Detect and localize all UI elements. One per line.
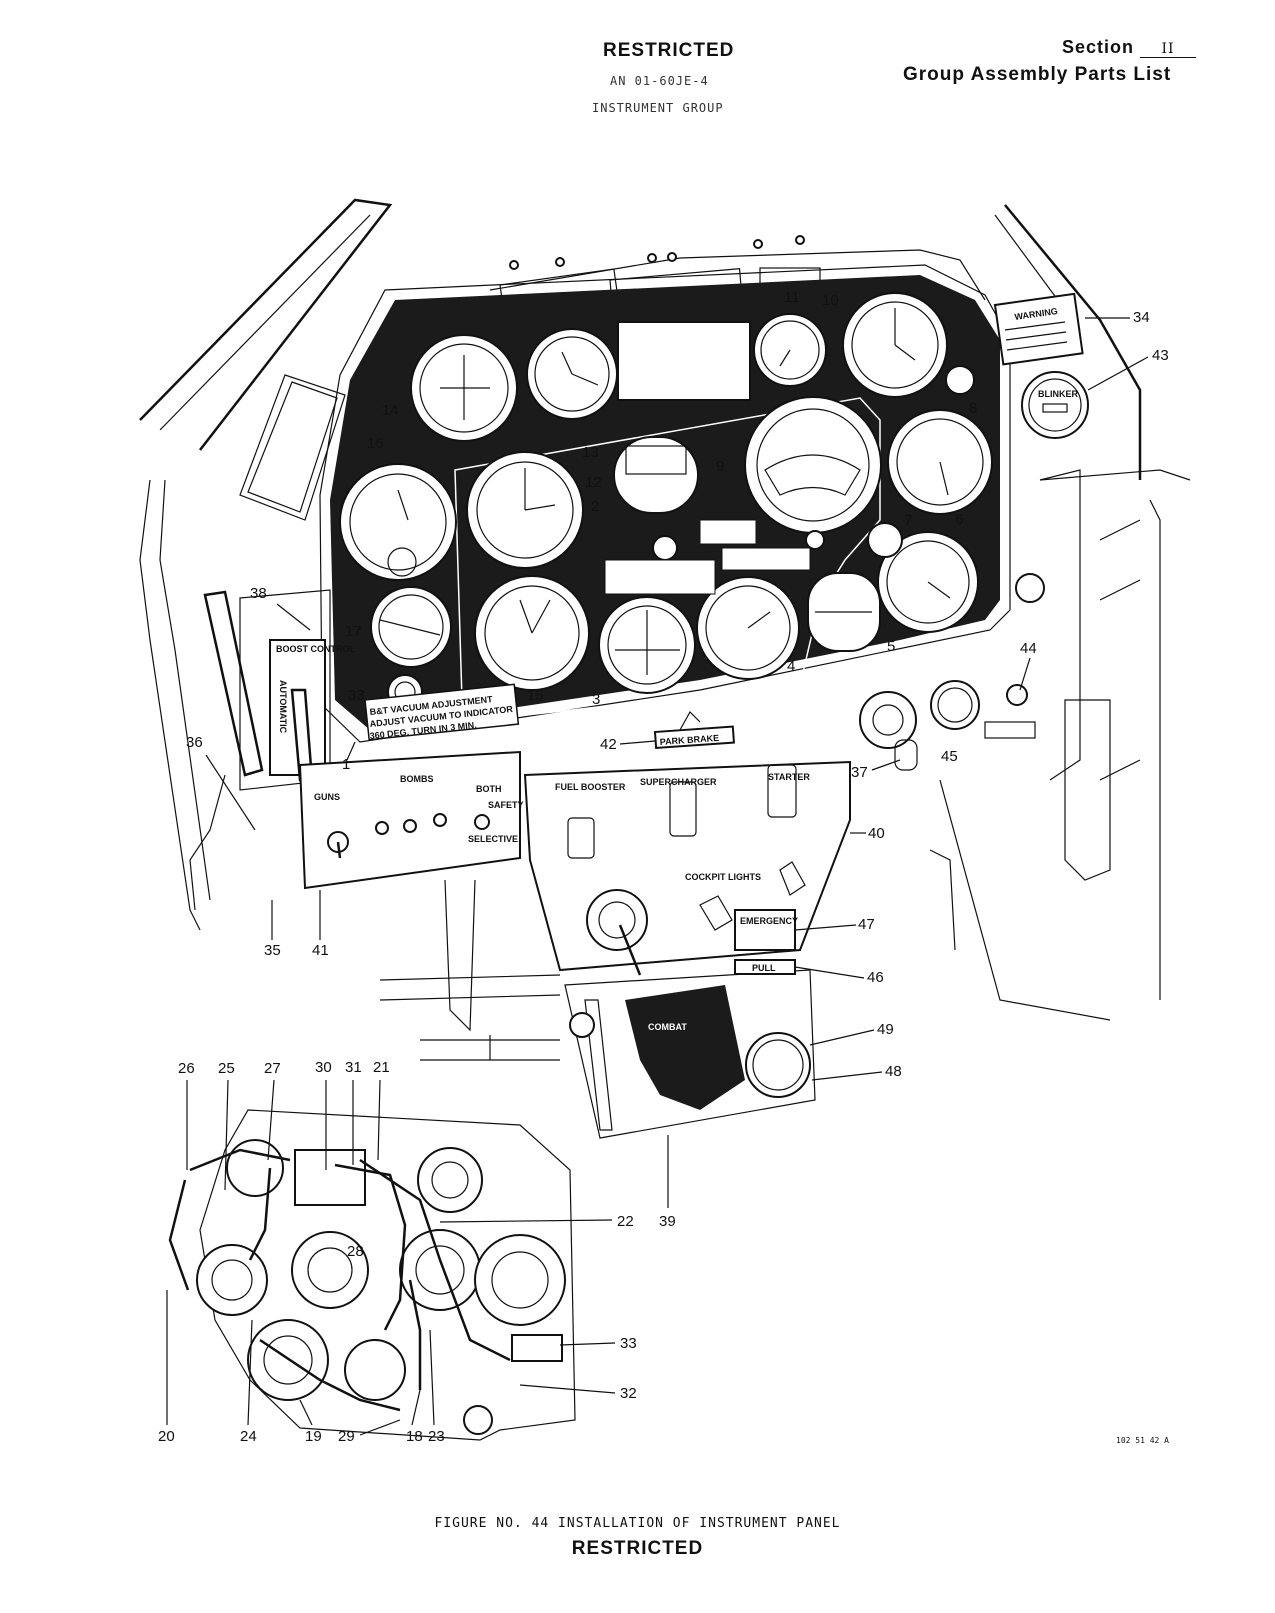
- callout-14: 14: [382, 402, 399, 419]
- fuel-booster-label: FUEL BOOSTER: [555, 782, 626, 792]
- callout-47: 47: [858, 916, 875, 933]
- callout-10: 10: [822, 292, 839, 309]
- callout-18: 18: [406, 1428, 423, 1445]
- callout-44: 44: [1020, 640, 1037, 657]
- section-label: Section: [1062, 37, 1135, 57]
- callout-36: 36: [186, 734, 203, 751]
- callout-numbers: 1 2 3 4 5 6 7 8 9 10 11 12 13 14 15 16 1…: [158, 289, 1169, 1445]
- bombs-label: BOMBS: [400, 774, 434, 784]
- callout-39: 39: [659, 1213, 676, 1230]
- section-heading: Section II: [1062, 37, 1197, 58]
- guns-label: GUNS: [314, 792, 340, 802]
- callout-43: 43: [1152, 347, 1169, 364]
- pull-label: PULL: [752, 963, 776, 973]
- callout-9: 9: [716, 458, 724, 475]
- callout-8: 8: [969, 400, 977, 417]
- callout-11: 11: [784, 289, 800, 306]
- callout-29: 29: [338, 1428, 355, 1445]
- callout-30: 30: [315, 1059, 332, 1076]
- callout-34: 34: [1133, 309, 1150, 326]
- automatic-label: AUTOMATIC: [278, 680, 288, 734]
- combat-label: COMBAT: [648, 1022, 687, 1032]
- figure-caption: FIGURE NO. 44 INSTALLATION OF INSTRUMENT…: [434, 1516, 841, 1531]
- callout-1: 1: [342, 756, 350, 773]
- document-number: AN 01-60JE-4: [610, 74, 709, 88]
- cockpit-lights-label: COCKPIT LIGHTS: [685, 872, 761, 882]
- callout-15: 15: [527, 687, 544, 704]
- control-pedestal: FUEL BOOSTER SUPERCHARGER STARTER COCKPI…: [523, 760, 851, 976]
- callout-41: 41: [312, 942, 329, 959]
- park-brake-handle: PARK BRAKE: [653, 711, 735, 750]
- callout-3: 3: [592, 691, 600, 708]
- selective-label: SELECTIVE: [468, 834, 518, 844]
- blinker-label: BLINKER: [1038, 389, 1078, 399]
- callout-12: 12: [585, 474, 602, 491]
- side-window: [239, 374, 346, 521]
- callout-31: 31: [345, 1059, 362, 1076]
- callout-6: 6: [955, 511, 963, 528]
- callout-37: 37: [851, 764, 868, 781]
- callout-2: 2: [591, 498, 599, 515]
- drawing-number: 102 51 42 A: [1116, 1436, 1169, 1445]
- callout-19: 19: [305, 1428, 322, 1445]
- callout-48: 48: [885, 1063, 902, 1080]
- group-name: INSTRUMENT GROUP: [592, 101, 724, 115]
- restricted-footer: RESTRICTED: [571, 1538, 704, 1559]
- callout-25: 25: [218, 1060, 235, 1077]
- callout-28: 28: [347, 1243, 364, 1260]
- panel-rear-view: [168, 1109, 576, 1441]
- callout-17: 17: [345, 623, 362, 640]
- bomb-gun-switch-box: BOMBS GUNS BOTH SAFETY SELECTIVE: [298, 750, 524, 890]
- section-number: II: [1140, 41, 1197, 58]
- both-label: BOTH: [476, 784, 502, 794]
- gauges: [339, 292, 993, 710]
- callout-13: 13: [582, 444, 599, 461]
- callout-40: 40: [868, 825, 885, 842]
- callout-5: 5: [887, 638, 895, 655]
- callout-24: 24: [240, 1428, 257, 1445]
- warning-placard: WARNING: [993, 292, 1084, 366]
- callout-20: 20: [158, 1428, 175, 1445]
- emergency-label: EMERGENCY: [740, 916, 798, 926]
- leader-lines: [166, 317, 1149, 1436]
- callout-23: 23: [428, 1428, 445, 1445]
- safety-label: SAFETY: [488, 800, 524, 810]
- restricted-header: RESTRICTED: [603, 40, 735, 61]
- park-brake-label: PARK BRAKE: [659, 733, 719, 747]
- callout-22: 22: [617, 1213, 634, 1230]
- callout-26: 26: [178, 1060, 195, 1077]
- blinker-indicator: BLINKER: [1021, 371, 1089, 439]
- right-console: [859, 469, 1161, 1021]
- callout-16: 16: [367, 435, 384, 452]
- callout-35: 35: [264, 942, 281, 959]
- boost-control-label: BOOST CONTROL: [276, 644, 355, 654]
- callout-7: 7: [904, 512, 912, 529]
- mount-screws: [509, 235, 805, 270]
- callout-33: 33: [620, 1335, 637, 1352]
- callout-27: 27: [264, 1060, 281, 1077]
- group-assembly-title: Group Assembly Parts List: [903, 64, 1172, 85]
- callout-4: 4: [787, 658, 795, 675]
- callout-45: 45: [941, 748, 958, 765]
- callout-42: 42: [600, 736, 617, 753]
- starter-label: STARTER: [768, 772, 810, 782]
- boost-control-placard: BOOST CONTROL AUTOMATIC: [189, 589, 355, 911]
- callout-21: 21: [373, 1059, 390, 1076]
- callout-38: 38: [250, 585, 267, 602]
- fuel-selector-panel: PULL COMBAT: [564, 959, 816, 1139]
- callout-49: 49: [877, 1021, 894, 1038]
- callout-46: 46: [867, 969, 884, 986]
- callout-32: 32: [620, 1385, 637, 1402]
- callout-33-upper: 33: [348, 687, 365, 704]
